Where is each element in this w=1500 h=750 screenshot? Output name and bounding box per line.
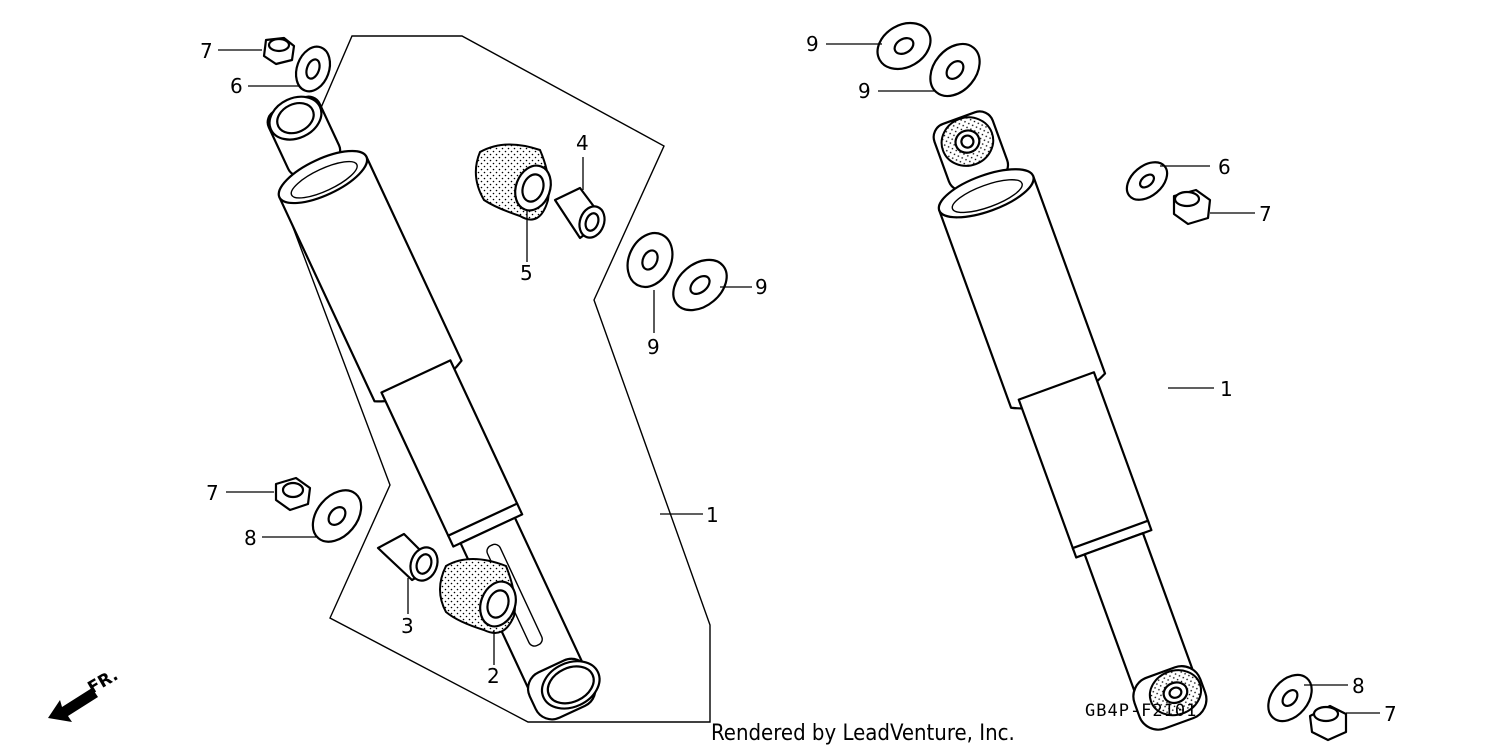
rubber-bushing-5 <box>474 143 552 221</box>
washer-8-left <box>311 489 363 543</box>
rendered-by-credit: Rendered by LeadVenture, Inc. <box>711 721 1015 746</box>
callout-9: 9 <box>858 79 871 103</box>
collar-4 <box>553 186 606 240</box>
callout-7: 7 <box>200 39 213 63</box>
front-direction-indicator: FR. <box>48 665 122 722</box>
washer-9-left-b <box>672 258 728 312</box>
washer-9-right-b <box>929 42 981 98</box>
front-arrow-icon <box>48 688 98 722</box>
callout-7: 7 <box>1384 702 1397 726</box>
callout-9: 9 <box>755 275 768 299</box>
callout-6: 6 <box>230 74 243 98</box>
shock-absorber-left <box>266 95 601 721</box>
cap-nut-bottom-right <box>1308 704 1348 742</box>
callout-6: 6 <box>1218 155 1231 179</box>
rubber-bushing-2 <box>439 558 517 634</box>
callout-8: 8 <box>244 526 257 550</box>
callout-3: 3 <box>401 614 414 638</box>
callout-8: 8 <box>1352 674 1365 698</box>
cap-nut-top-right <box>1172 188 1212 226</box>
washer-6-right <box>1125 161 1169 201</box>
cap-nut-top-left <box>262 36 296 66</box>
callout-4: 4 <box>576 131 589 155</box>
callout-7: 7 <box>1259 202 1272 226</box>
drawing-code: GB4P-F2101 <box>1085 701 1197 721</box>
callout-1: 1 <box>1220 377 1233 401</box>
right-shock-assembly: 9 9 6 7 1 8 7 <box>806 21 1397 742</box>
callout-5: 5 <box>520 261 533 285</box>
collar-3 <box>376 532 439 582</box>
callout-1: 1 <box>706 503 719 527</box>
cap-nut-bottom-left <box>274 476 312 512</box>
washer-9-right-a <box>876 21 932 71</box>
washer-8-right <box>1267 673 1313 723</box>
left-shock-assembly: 7 6 4 5 9 9 1 7 8 3 2 <box>200 35 768 723</box>
callout-9: 9 <box>806 32 819 56</box>
callout-2: 2 <box>487 664 500 688</box>
shock-absorber-right <box>932 110 1208 731</box>
callout-9: 9 <box>647 335 660 359</box>
callout-7: 7 <box>206 481 219 505</box>
washer-6-left <box>294 45 332 93</box>
assembly-group-outline <box>281 35 711 723</box>
washer-9-left-a <box>626 232 674 288</box>
